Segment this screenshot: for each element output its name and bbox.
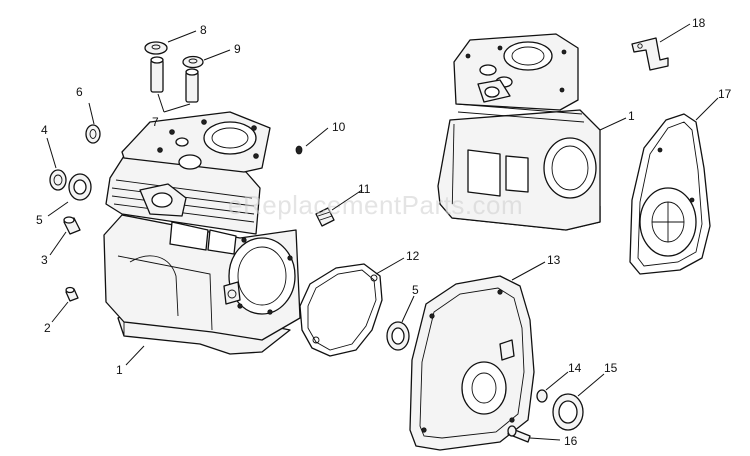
callout-8: 8 [200, 23, 207, 37]
callout-labels: 8 9 6 7 4 10 5 3 11 2 1 12 5 13 14 15 16… [36, 16, 732, 448]
callout-12: 12 [406, 249, 420, 263]
part-17-side-cover[interactable] [629, 113, 711, 275]
part-18-bracket[interactable] [631, 37, 669, 71]
watermark-text: eReplacementParts.com [228, 190, 523, 220]
part-5-bearing-left[interactable] [68, 173, 92, 201]
part-12-gasket[interactable] [299, 263, 383, 357]
callout-1-right: 1 [628, 109, 635, 123]
part-2-pin[interactable] [65, 286, 79, 302]
callout-2: 2 [44, 321, 51, 335]
callout-1-left: 1 [116, 363, 123, 377]
part-14-washer[interactable] [536, 389, 548, 403]
leader-lines [46, 23, 719, 441]
callout-4: 4 [41, 123, 48, 137]
part-6-seal[interactable] [85, 124, 101, 144]
part-10-plug[interactable] [295, 145, 303, 155]
callout-5-right: 5 [412, 283, 419, 297]
callout-5-left: 5 [36, 213, 43, 227]
callout-16: 16 [564, 434, 578, 448]
callout-15: 15 [604, 361, 618, 375]
part-7-valve-guides[interactable] [150, 56, 199, 103]
crankcase-block-main[interactable] [103, 111, 301, 355]
part-3-dowel-pin[interactable] [63, 216, 81, 235]
callout-10: 10 [332, 120, 346, 134]
callout-18: 18 [692, 16, 706, 30]
part-8-washer[interactable] [144, 41, 168, 55]
part-11-filter[interactable] [315, 207, 335, 227]
callout-14: 14 [568, 361, 582, 375]
part-4-seal[interactable] [49, 169, 67, 191]
callout-7: 7 [152, 115, 159, 129]
part-16-bolt[interactable] [507, 425, 531, 443]
part-9-washer[interactable] [182, 55, 204, 69]
callout-6: 6 [76, 85, 83, 99]
callout-17: 17 [718, 87, 732, 101]
callout-13: 13 [547, 253, 561, 267]
callout-11: 11 [358, 182, 371, 196]
callout-3: 3 [41, 253, 48, 267]
part-5-bearing-right[interactable] [386, 321, 410, 351]
crankcase-block-alternate[interactable] [437, 33, 601, 231]
part-13-closure-plate[interactable] [409, 275, 535, 451]
part-15-seal[interactable] [552, 393, 584, 431]
callout-9: 9 [234, 42, 241, 56]
